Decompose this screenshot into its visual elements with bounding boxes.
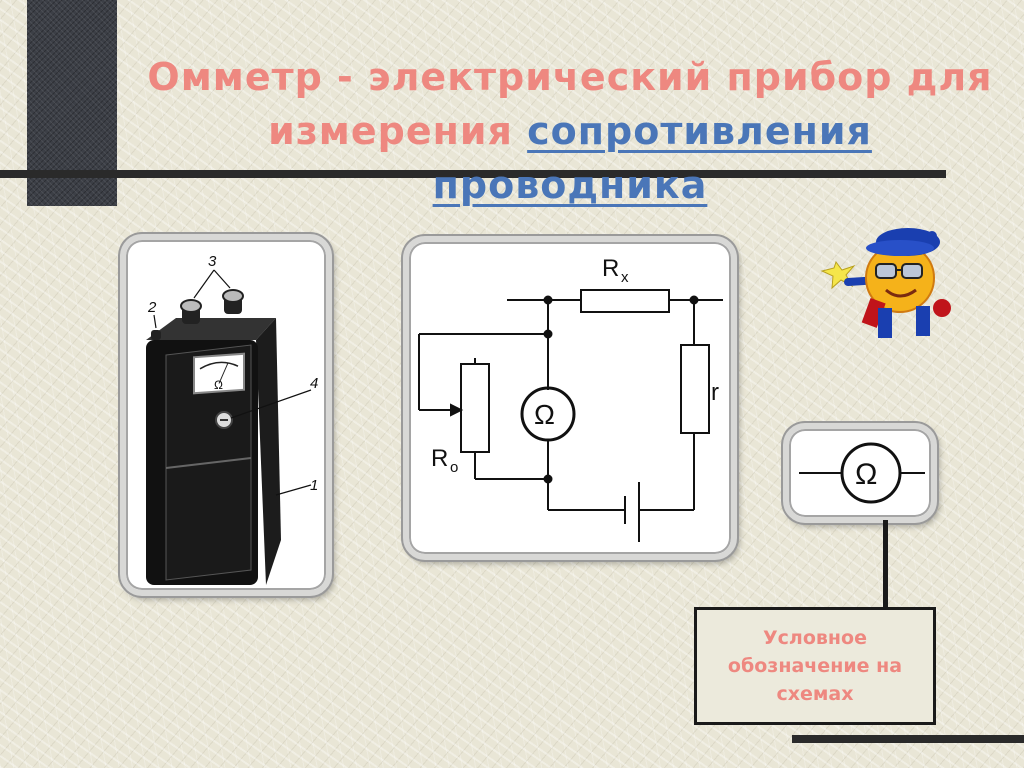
resistor-r [680, 344, 710, 434]
device-label-4: 4 [310, 375, 318, 392]
label-rx-sub: x [621, 269, 629, 286]
device-label-3: 3 [208, 253, 217, 270]
resistor-rx [580, 289, 670, 313]
meter-ohm-label: Ω [534, 399, 555, 430]
legend-connector-line [883, 520, 888, 610]
ohmmeter-device-frame: Ω 3 2 4 1 [120, 234, 332, 596]
legend-box: Условное обозначение на схемах [694, 607, 936, 725]
title-line-2-prefix: измерения [268, 109, 528, 153]
device-dial-symbol: Ω [214, 378, 223, 392]
label-ro: R [431, 445, 448, 472]
ohmmeter-device-illustration: Ω 3 2 4 1 [146, 253, 318, 585]
variable-resistor-ro [460, 363, 490, 453]
device-label-1: 1 [310, 477, 318, 494]
label-r: r [711, 379, 719, 406]
label-rx: R [602, 255, 619, 282]
ohmmeter-symbol-frame: Ω [783, 423, 937, 523]
footer-divider [792, 735, 1024, 743]
label-ro-sub: o [450, 459, 458, 476]
title-highlight: сопротивления проводника [432, 109, 872, 207]
device-label-2: 2 [147, 299, 157, 316]
circuit-diagram-frame: R x r Ω R o [403, 236, 737, 560]
mascot-sun-character-icon [820, 228, 951, 338]
title-divider [0, 170, 946, 178]
ohmmeter-schematic-symbol: Ω [799, 442, 925, 504]
legend-text: Условное обозначение на схемах [727, 627, 903, 705]
slide-title: Омметр - электрический прибор для измере… [125, 50, 1015, 212]
circuit-diagram: R x r Ω R o [418, 255, 723, 542]
symbol-ohm-label: Ω [855, 458, 877, 491]
title-line-1: Омметр - электрический прибор для [147, 55, 993, 99]
